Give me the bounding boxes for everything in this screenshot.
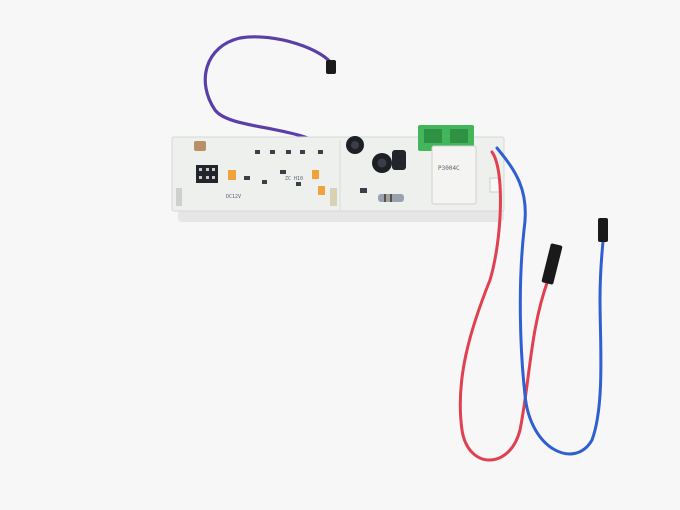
edge-tab-left [176,188,182,206]
edge-tab-middle [330,188,337,206]
relay [431,145,477,205]
terminal-screw-right [450,129,468,143]
resistor-band-2 [390,194,392,202]
red-wire [458,150,550,462]
relay-label: P3004C [438,165,460,172]
smd-orange-2 [312,170,319,179]
capacitor-2-top [377,158,387,168]
capacitor-1-top [351,141,359,149]
smd-orange-1 [228,170,236,180]
smd-components [244,150,367,193]
pin-header-pins [199,168,215,179]
circuit-board [171,136,505,212]
smd-orange-3 [318,186,325,195]
capacitor-3 [392,150,406,170]
purple-wire [203,35,334,152]
resistor-band-1 [384,194,386,202]
terminal-screw-left [424,129,442,143]
board-silkscreen: ZC H10 [285,176,303,182]
tact-button [194,141,206,151]
blue-wire [495,146,606,456]
red-wire-terminal [541,243,563,285]
board-voltage-label: DC12V [226,194,241,200]
pin-header [196,165,218,183]
blue-wire-terminal [598,218,608,242]
purple-wire-connector [326,60,336,74]
